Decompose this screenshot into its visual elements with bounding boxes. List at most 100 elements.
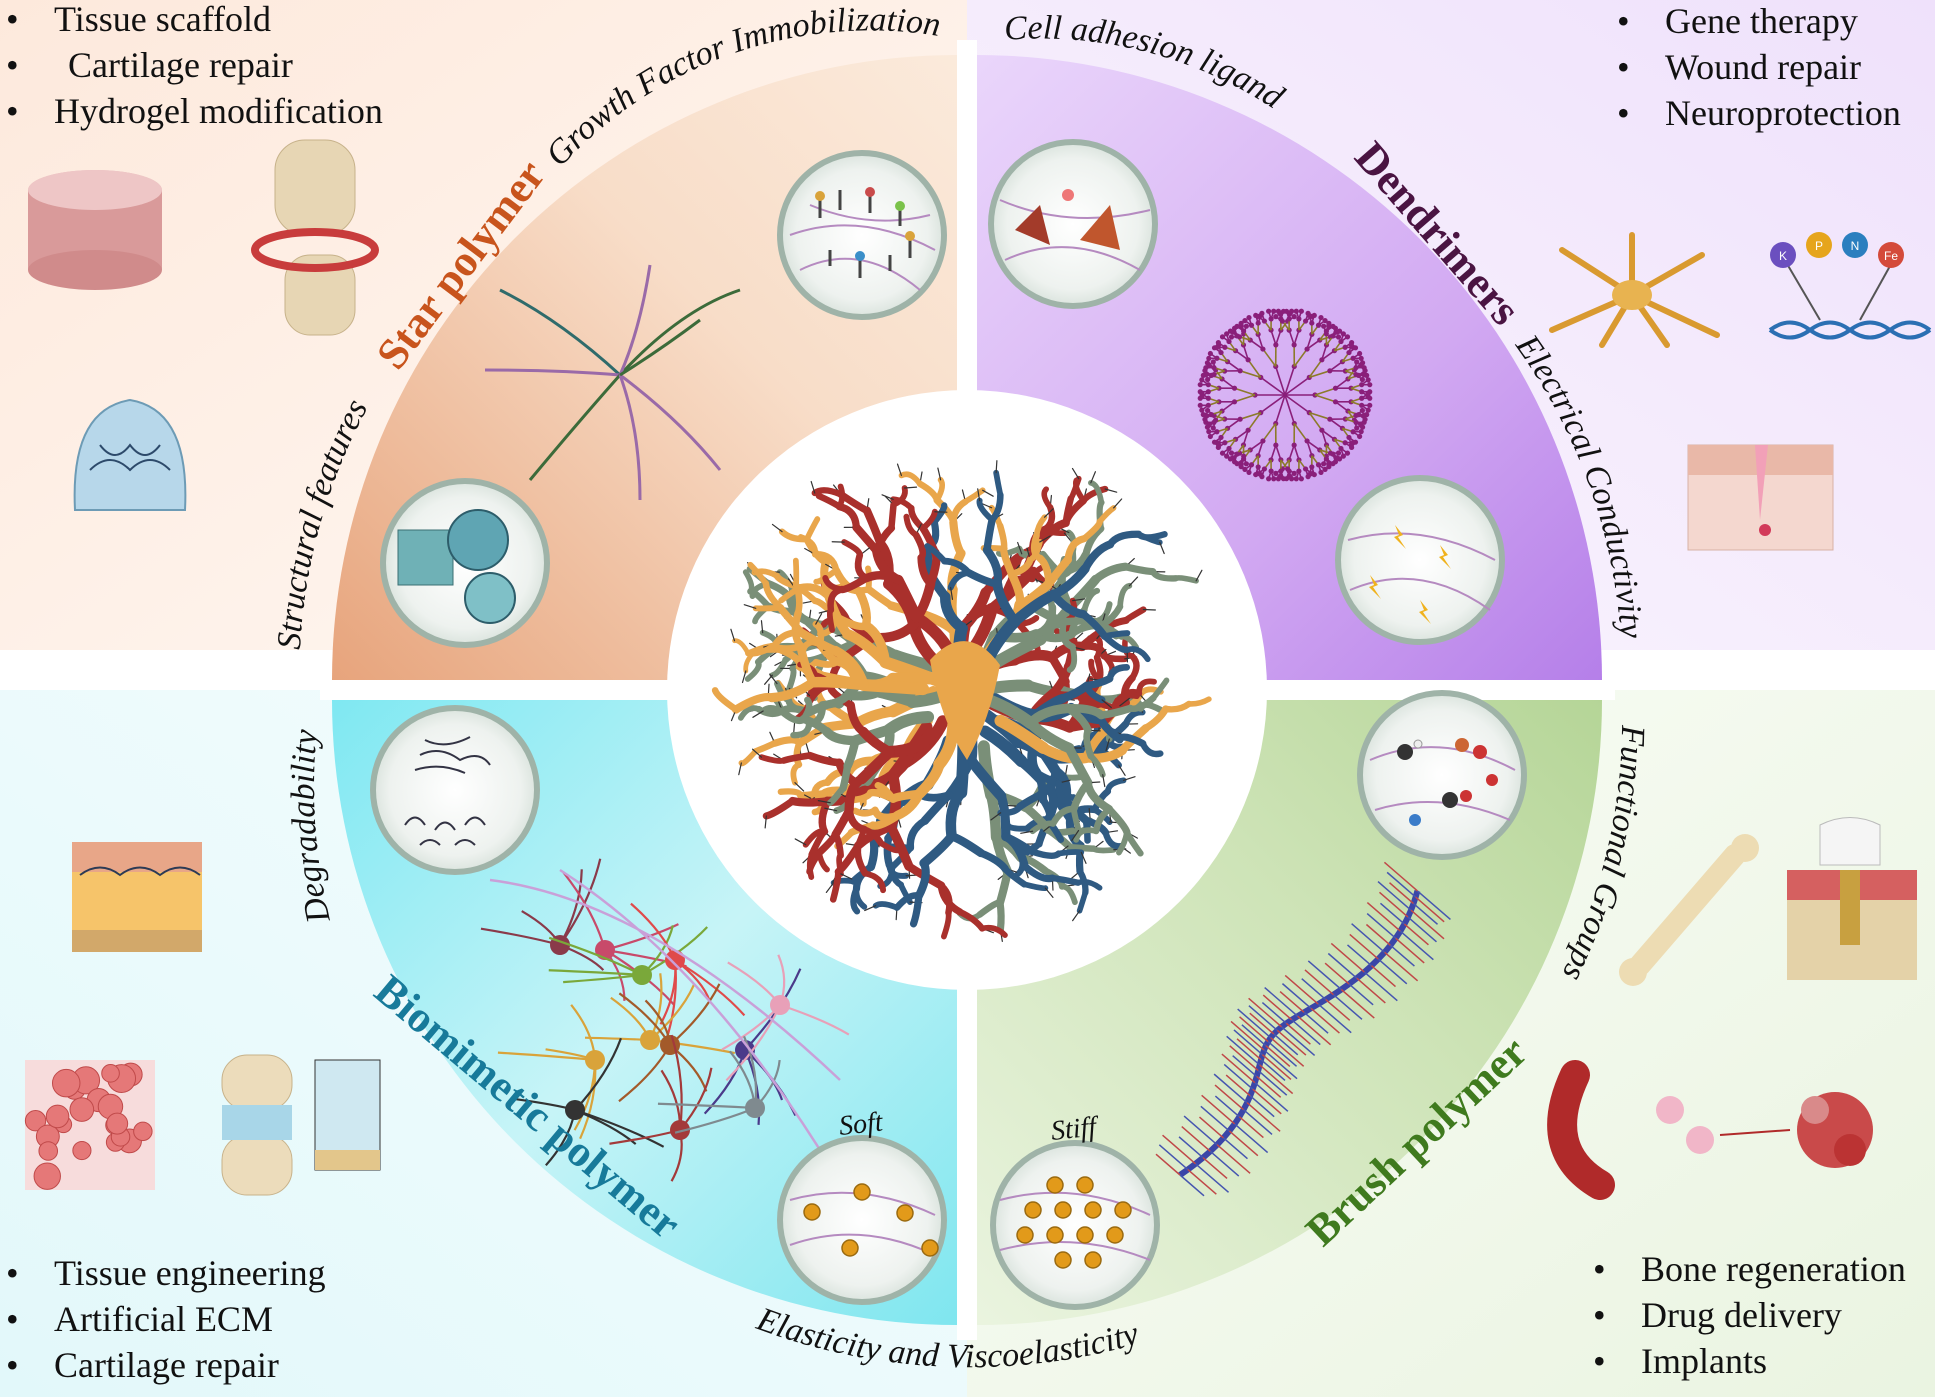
network-strand [758,754,787,764]
network-spine [752,710,764,718]
network-strand [1116,733,1147,748]
dendrimer-node [1280,476,1287,482]
dendrimer-node [1349,444,1355,451]
network-strand [874,782,897,803]
network-spine [896,463,902,477]
network-strand [1001,865,1028,888]
brush-side-chain [1378,891,1409,918]
application-item: Gene therapy [1617,0,1901,44]
dendrimer-node [1293,308,1299,314]
network-strand [1090,845,1117,854]
network-spine [1044,887,1054,898]
brush-side-chain [1259,1064,1294,1095]
network-spine [1020,830,1034,834]
network-strand [854,551,871,582]
brush-side-chain [1384,951,1419,982]
dendrimer-node [1210,425,1216,431]
network-spine [1118,764,1126,776]
brush-side-chain [1303,1011,1329,1034]
brush-polymer-illustration [1155,861,1451,1197]
network-spine [1072,598,1086,602]
network-strand [1029,820,1056,835]
dendrimer-node [1242,466,1248,473]
lens-cell-adhesion [988,139,1158,309]
network-strand [1104,777,1127,795]
network-spine [995,460,998,474]
network-strand [797,628,840,655]
network-strand [1055,849,1085,857]
dendrimer-branch [1260,394,1286,414]
brush-side-chain [1389,882,1415,905]
dendrimer-node [1206,355,1212,361]
drug-delivery-image [1547,1060,1873,1200]
brush-side-chain [1399,930,1434,961]
dendrimer-node [1259,310,1265,316]
network-strand [1083,726,1095,760]
network-strand [1083,682,1106,704]
network-strand [996,791,1011,842]
network-strand [898,471,923,487]
dendrimer-node [1206,422,1212,428]
brush-side-chain [1249,1095,1275,1118]
lens-stiff [990,1140,1160,1310]
dendrimer-node [1288,308,1295,314]
brush-side-chain [1349,933,1379,960]
network-strand [920,508,938,532]
brush-side-chain [1356,977,1386,1004]
network-strand [792,581,803,617]
brush-side-chain [1262,994,1293,1021]
network-spine [1039,535,1051,543]
network-spine [881,494,894,500]
network-strand [947,569,972,591]
network-spine [1113,498,1123,509]
brush-side-chain [1324,962,1350,985]
dendrimer-node [1336,328,1343,334]
brush-side-chain [1263,1049,1298,1080]
brush-side-chain [1237,1008,1272,1039]
network-spine [950,586,954,600]
dendrimer-node [1361,372,1367,378]
network-strand [940,909,952,940]
central-polymer-network [711,460,1212,942]
dendrimer-branch [1309,370,1331,379]
dendrimer-node [1246,314,1252,321]
dendrimer-branch [1293,348,1308,367]
network-strand [1150,677,1170,701]
network-strand [886,672,943,685]
dendrimer-branch [1262,423,1277,442]
application-item: Artificial ECM [6,1296,326,1342]
dendrimer-node [1344,334,1351,340]
network-strand [1005,822,1031,832]
brush-side-chain [1377,881,1412,911]
dendrimer-node [1361,419,1367,425]
network-strand [976,899,1004,918]
dendrimer-branch [1284,394,1296,424]
network-strand [947,832,986,858]
dendrimer-node [1367,382,1373,388]
network-strand [1066,843,1097,852]
dendrimer-node [1350,440,1356,446]
brush-side-chain [1221,1053,1256,1084]
ion-label: P [1815,239,1823,253]
dendrimer-node [1367,402,1373,408]
brush-side-chain [1348,983,1374,1006]
network-strand [1116,829,1130,856]
dendrimer-branch [1284,394,1310,414]
brush-side-chain [1273,1033,1299,1056]
dendrimer-node [1330,461,1336,467]
application-item: Neuroprotection [1617,90,1901,136]
network-strand [802,828,828,848]
brush-side-chain [1383,861,1418,892]
network-spine [1071,467,1080,480]
dendrimer-branch [1260,376,1286,396]
brush-side-chain [1297,1015,1332,1046]
dendrimer-node [1358,355,1364,361]
dendrimer-node [1204,360,1211,366]
brush-side-chain [1183,1115,1218,1146]
brush-side-chain [1252,1088,1282,1115]
dendrimer-node [1215,339,1221,346]
dendrimer-node [1207,433,1213,440]
dendrimer-node [1326,323,1332,329]
lens-electrical [1335,475,1505,645]
